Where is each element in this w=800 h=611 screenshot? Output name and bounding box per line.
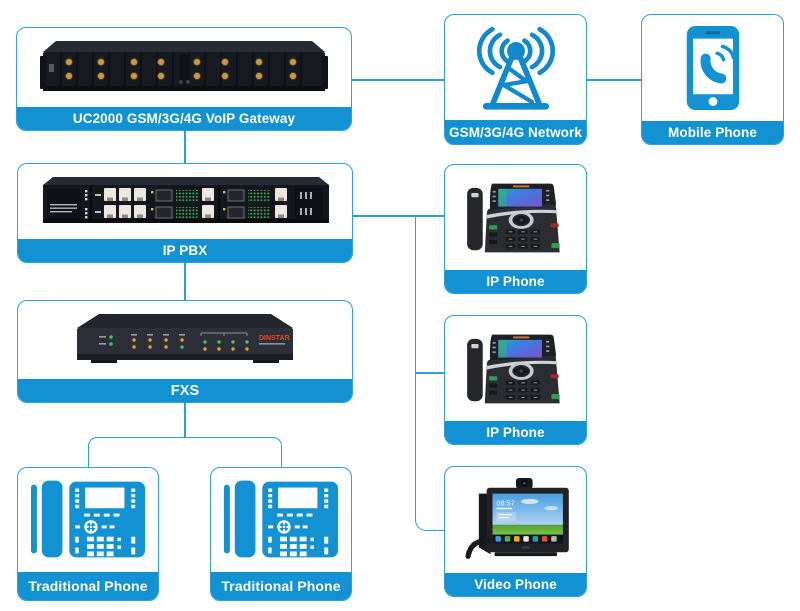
traditional-phone-2-label: Traditional Phone [211, 572, 351, 600]
desk-phone-icon [30, 480, 146, 558]
rack-gateway-image [40, 40, 328, 91]
pbx-port-row-2 [95, 204, 214, 218]
ip-phone-keypad [488, 373, 560, 400]
node-ip-phone-1: IP Phone [444, 164, 587, 294]
gateway-label: UC2000 GSM/3G/4G VoIP Gateway [17, 107, 351, 130]
video-phone-image: 08:57 [464, 477, 569, 559]
edge-trunk-ipphone2 [415, 372, 444, 374]
ip-phone-screen [497, 188, 542, 207]
ip-phone-image [466, 183, 560, 252]
antenna-tower-icon [476, 26, 555, 110]
gateway-rack-image [17, 28, 351, 107]
edge-fxs-stem [184, 402, 186, 438]
node-gsm-network: GSM/3G/4G Network [444, 14, 587, 145]
ip-phone-screen [497, 339, 542, 358]
rack-pbx-image [43, 176, 329, 223]
fxs-gateway-image: DINSTAR [77, 314, 293, 363]
ip-phone-image [466, 334, 560, 403]
ip-phone-keypad [488, 222, 560, 249]
node-fxs: DINSTAR FXS [17, 300, 353, 403]
node-mobile-phone: Mobile Phone [641, 14, 784, 145]
ip-pbx-label: IP PBX [18, 239, 352, 262]
traditional-phone-1-label: Traditional Phone [18, 572, 158, 600]
desk-phone-icon [223, 480, 339, 558]
edge-pbx-ipphone1 [352, 215, 444, 217]
pbx-port-row-1 [95, 187, 214, 201]
node-traditional-phone-1: Traditional Phone [17, 467, 159, 601]
edge-fxs-phones-bracket [88, 437, 282, 468]
handset-cord [464, 537, 491, 559]
video-phone-label: Video Phone [445, 573, 586, 596]
fxs-brand-text: DINSTAR [259, 335, 290, 342]
edge-gsm-mobile [587, 79, 641, 81]
call-icon [700, 44, 735, 84]
ip-phone-navpad [508, 210, 534, 229]
node-traditional-phone-2: Traditional Phone [210, 467, 352, 601]
ip-phone-1-label: IP Phone [445, 270, 586, 293]
video-phone-screen: 08:57 [492, 493, 563, 544]
node-ip-pbx: IP PBX [17, 163, 353, 263]
video-phone-clock: 08:57 [496, 498, 514, 507]
video-phone-app-icons [494, 536, 557, 542]
fxs-label: FXS [18, 379, 352, 402]
node-gateway: UC2000 GSM/3G/4G VoIP Gateway [16, 27, 352, 131]
node-video-phone: 08:57 [444, 466, 587, 597]
node-ip-phone-2: IP Phone [444, 315, 587, 445]
pbx-port-row-3 [223, 187, 287, 218]
ip-phone-navpad [508, 361, 534, 380]
fxs-leds [99, 332, 249, 351]
edge-gateway-pbx [184, 130, 186, 164]
gsm-network-label: GSM/3G/4G Network [445, 120, 586, 144]
mobile-phone-label: Mobile Phone [642, 121, 783, 144]
edge-gateway-gsm [352, 79, 444, 81]
gateway-antenna-connectors [65, 57, 297, 84]
mobile-phone-icon [686, 26, 739, 110]
edge-pbx-fxs [184, 262, 186, 301]
ip-phone-2-label: IP Phone [445, 421, 586, 444]
